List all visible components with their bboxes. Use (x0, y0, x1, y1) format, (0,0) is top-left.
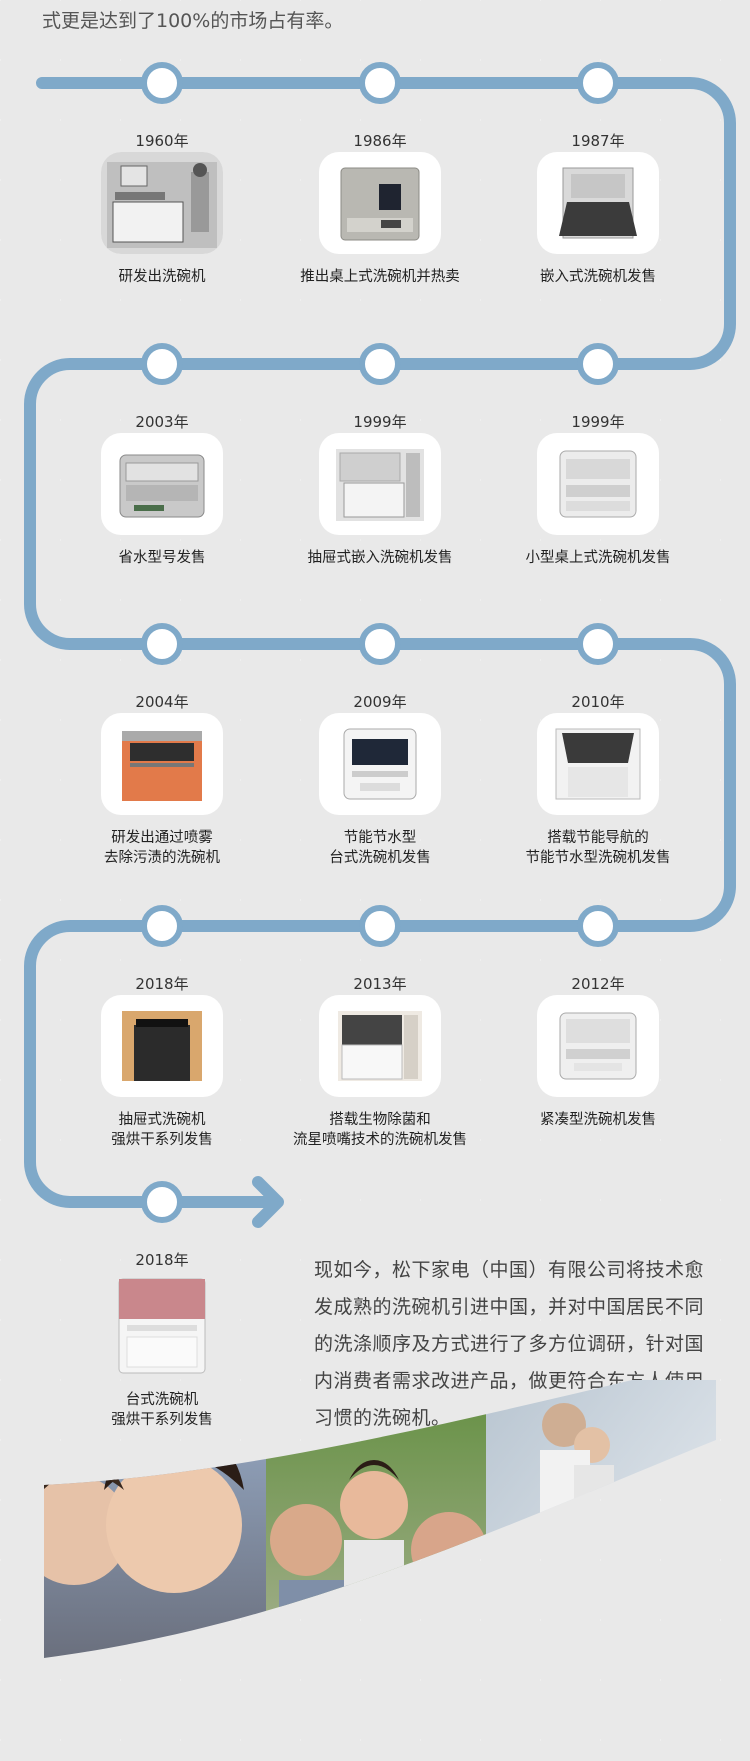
milestone-caption: 嵌入式洗碗机发售 (540, 269, 656, 285)
compact-dishwasher-photo-icon (537, 433, 659, 535)
eco-tabletop-dishwasher-photo-icon (319, 713, 441, 815)
bio-sterilize-dishwasher-photo-icon (319, 995, 441, 1097)
compact-tabletop-dishwasher-photo-icon (537, 995, 659, 1097)
milestone-caption: 省水型号发售 (118, 550, 206, 566)
arrow-head-icon (252, 1176, 284, 1228)
spray-dishwasher-photo-icon (101, 713, 223, 815)
timeline-node (577, 343, 619, 385)
drawer-dishwasher-photo-icon (319, 433, 441, 535)
timeline-node (359, 623, 401, 665)
milestone-year: 1999年 (353, 413, 407, 431)
timeline-node (141, 1181, 183, 1223)
milestone-year: 2013年 (353, 975, 407, 993)
builtin-dishwasher-photo-icon (537, 152, 659, 254)
timeline-node (141, 905, 183, 947)
timeline-node (577, 623, 619, 665)
milestone-year: 2009年 (353, 693, 407, 711)
milestone-caption: 台式洗碗机 强烘干系列发售 (111, 1392, 213, 1428)
milestone-caption: 紧凑型洗碗机发售 (540, 1112, 656, 1128)
milestone-year: 1986年 (353, 132, 407, 150)
milestone-caption: 研发出通过喷雾 去除污渍的洗碗机 (104, 830, 220, 866)
timeline-node (141, 623, 183, 665)
milestone-caption: 抽屉式嵌入洗碗机发售 (307, 550, 453, 566)
milestone-year: 2004年 (135, 693, 189, 711)
milestone-caption: 抽屉式洗碗机 强烘干系列发售 (111, 1112, 213, 1148)
milestone-caption: 节能节水型 台式洗碗机发售 (329, 830, 431, 866)
eco-navi-dishwasher-photo-icon (537, 713, 659, 815)
timeline-node (141, 62, 183, 104)
drawer-dryer-dishwasher-photo-icon (101, 995, 223, 1097)
milestone-caption: 研发出洗碗机 (118, 269, 206, 285)
intro-text: 式更是达到了100%的市场占有率。 (42, 10, 344, 32)
milestone-year: 1999年 (571, 413, 625, 431)
countertop-dishwasher-photo-icon (319, 152, 441, 254)
milestone-year: 2003年 (135, 413, 189, 431)
milestone-year: 2012年 (571, 975, 625, 993)
milestone-caption: 搭载生物除菌和 流星喷嘴技术的洗碗机发售 (293, 1112, 467, 1148)
milestone-caption: 搭载节能导航的 节能节水型洗碗机发售 (525, 830, 671, 866)
photo-strip (44, 1380, 716, 1658)
milestone-year: 2010年 (571, 693, 625, 711)
pink-tabletop-dishwasher-photo-icon (101, 1271, 223, 1381)
timeline-node (577, 62, 619, 104)
milestone-caption: 小型桌上式洗碗机发售 (525, 550, 671, 566)
timeline-node (359, 343, 401, 385)
milestone-year: 1960年 (135, 132, 189, 150)
timeline-node (577, 905, 619, 947)
milestone-year: 2018年 (135, 975, 189, 993)
milestone-year: 1987年 (571, 132, 625, 150)
timeline-node (359, 905, 401, 947)
timeline-node (141, 343, 183, 385)
vintage-kitchen-photo-icon (101, 152, 223, 254)
milestone-caption: 推出桌上式洗碗机并热卖 (300, 269, 460, 285)
timeline-node (359, 62, 401, 104)
water-saving-dishwasher-photo-icon (101, 433, 223, 535)
milestone-year: 2018年 (135, 1251, 189, 1269)
grandparent-child-photo-icon (486, 1380, 716, 1658)
